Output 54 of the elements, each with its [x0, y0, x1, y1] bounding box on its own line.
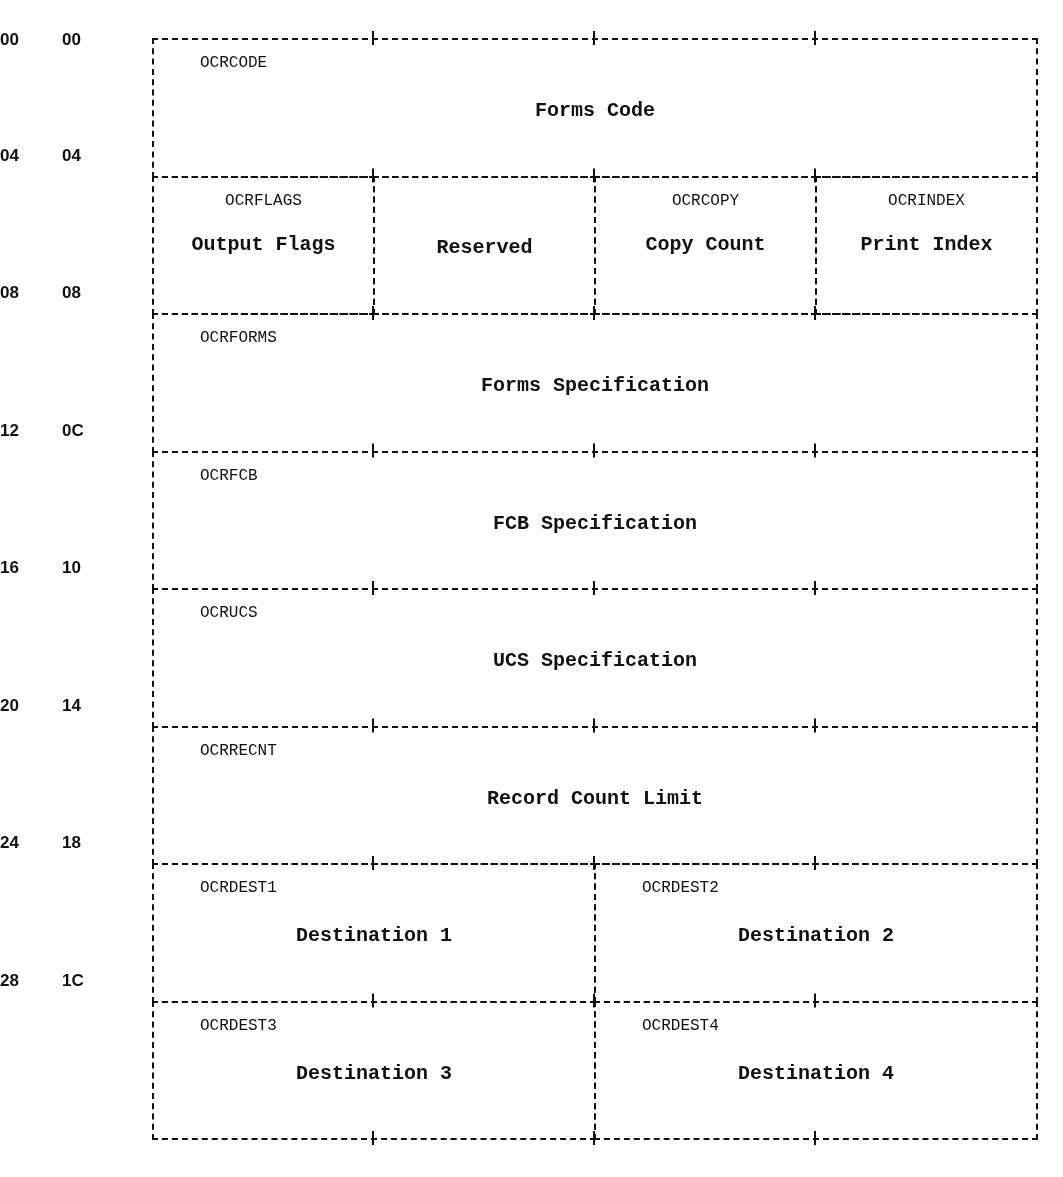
offset-label: 08: [62, 283, 81, 303]
field-name: OCRDEST3: [200, 1016, 278, 1035]
field-cell: [152, 450, 1038, 590]
field-name: OCRCODE: [200, 54, 269, 72]
offset-label: 04: [62, 145, 81, 166]
field-description: Print Index: [859, 233, 994, 255]
field-description: Forms Code: [534, 100, 656, 121]
field-name: OCRFLAGS: [224, 191, 303, 210]
field-cell: [373, 175, 596, 315]
field-cell: [152, 1000, 596, 1140]
field-description: Forms Specification: [479, 375, 710, 396]
field-cell: [152, 38, 1038, 178]
field-name: OCRDEST4: [642, 1016, 720, 1035]
field-name: OCRFORMS: [200, 329, 278, 347]
offset-label: 0C: [62, 420, 84, 441]
field-cell: [594, 1000, 1038, 1140]
field-cell: [815, 175, 1038, 315]
offset-label: 20: [0, 695, 19, 716]
offset-label: 14: [62, 695, 81, 716]
field-description: FCB Specification: [491, 512, 698, 534]
field-description: Destination 3: [295, 1062, 453, 1084]
field-name: OCRFCB: [200, 466, 259, 485]
field-description: Destination 1: [295, 925, 453, 946]
offset-label: 00: [0, 30, 19, 50]
offset-label: 08: [0, 283, 19, 303]
field-description: Copy Count: [644, 233, 767, 255]
offset-label: 18: [62, 833, 81, 853]
field-name: OCRUCS: [200, 604, 259, 622]
offset-label: 04: [0, 145, 19, 166]
field-cell: [152, 175, 375, 315]
offset-label: 24: [0, 833, 19, 853]
field-description: Destination 4: [737, 1062, 895, 1084]
field-description: Output Flags: [190, 233, 337, 255]
field-cell: [152, 313, 1038, 453]
offset-label: 1C: [62, 970, 84, 991]
field-description: UCS Specification: [491, 650, 698, 671]
field-cell: [152, 863, 596, 1003]
field-description: Destination 2: [737, 925, 895, 946]
field-description: Reserved: [436, 235, 533, 259]
field-cell: [594, 863, 1038, 1003]
field-name: OCRCOPY: [670, 191, 741, 210]
field-cell: [152, 588, 1038, 728]
offset-label: 16: [0, 558, 19, 578]
field-cell: [594, 175, 817, 315]
field-description: Record Count Limit: [485, 787, 704, 809]
offset-label: 10: [62, 558, 81, 578]
field-cell: [152, 725, 1038, 865]
field-name: OCRDEST1: [200, 879, 278, 897]
field-name: OCRDEST2: [642, 879, 720, 897]
field-name: OCRINDEX: [887, 191, 966, 210]
offset-label: 12: [0, 420, 19, 441]
offset-label: 28: [0, 970, 19, 991]
offset-label: 00: [62, 30, 81, 50]
field-name: OCRRECNT: [200, 741, 278, 760]
